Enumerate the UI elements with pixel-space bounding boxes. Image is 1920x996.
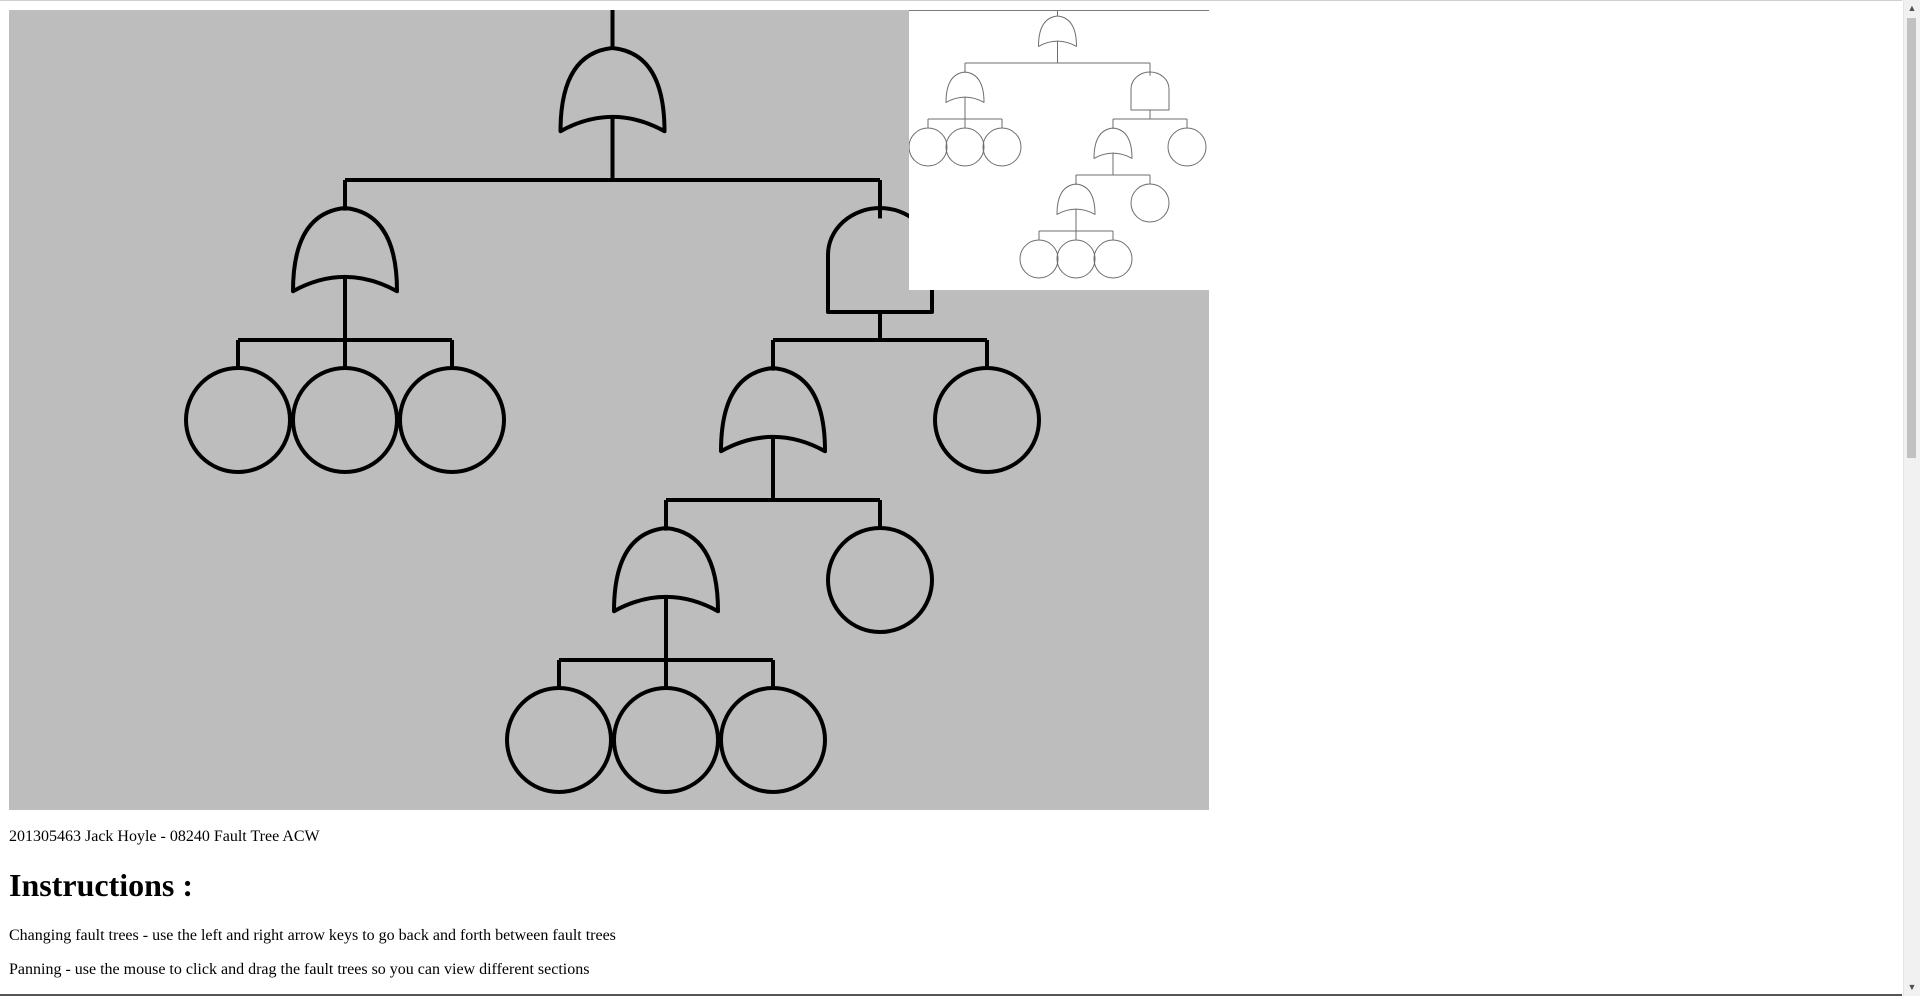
fault-tree-diagram[interactable] (9, 10, 1209, 810)
basic-event-icon (945, 127, 985, 167)
window-top-border (0, 0, 1902, 1)
gate-connector (557, 595, 775, 688)
basic-event-icon (612, 686, 720, 794)
fault-tree-minimap (909, 10, 1209, 290)
basic-event-icon (291, 366, 399, 474)
basic-event-icon (1093, 239, 1133, 279)
instruction-panning: Panning - use the mouse to click and dra… (9, 961, 590, 978)
basic-event-icon (933, 366, 1041, 474)
gate-connector (1038, 208, 1114, 240)
instructions-heading: Instructions : (9, 867, 194, 903)
gate-connector (1075, 152, 1151, 185)
minimap-diagram (909, 11, 1207, 279)
basic-event-icon (982, 127, 1022, 167)
basic-event-icon (826, 526, 934, 634)
basic-event-icon (398, 366, 506, 474)
scroll-thumb[interactable] (1907, 18, 1916, 458)
gate-connector (964, 40, 1151, 76)
basic-event-icon (1019, 239, 1059, 279)
scroll-down-arrow-icon[interactable]: ▼ (1907, 982, 1917, 992)
gate-connector (771, 312, 989, 371)
gate-connector (927, 96, 1003, 128)
basic-event-icon (1056, 239, 1096, 279)
author-info-text: 201305463 Jack Hoyle - 08240 Fault Tree … (9, 828, 320, 845)
basic-event-icon (909, 127, 948, 167)
basic-event-icon (1167, 127, 1207, 167)
basic-event-icon (505, 686, 613, 794)
gate-connector (1112, 110, 1188, 129)
gate-connector (664, 435, 882, 531)
window-bottom-border (0, 994, 1902, 996)
basic-event-icon (184, 366, 292, 474)
vertical-scrollbar[interactable]: ▲ ▼ (1903, 0, 1920, 996)
basic-event-icon (1130, 183, 1170, 223)
and-gate-icon (1130, 71, 1170, 111)
gate-connector (343, 115, 882, 219)
gate-connector (236, 275, 454, 368)
basic-event-icon (719, 686, 827, 794)
scroll-up-arrow-icon[interactable]: ▲ (1907, 3, 1917, 13)
instruction-changing-trees: Changing fault trees - use the left and … (9, 927, 616, 944)
